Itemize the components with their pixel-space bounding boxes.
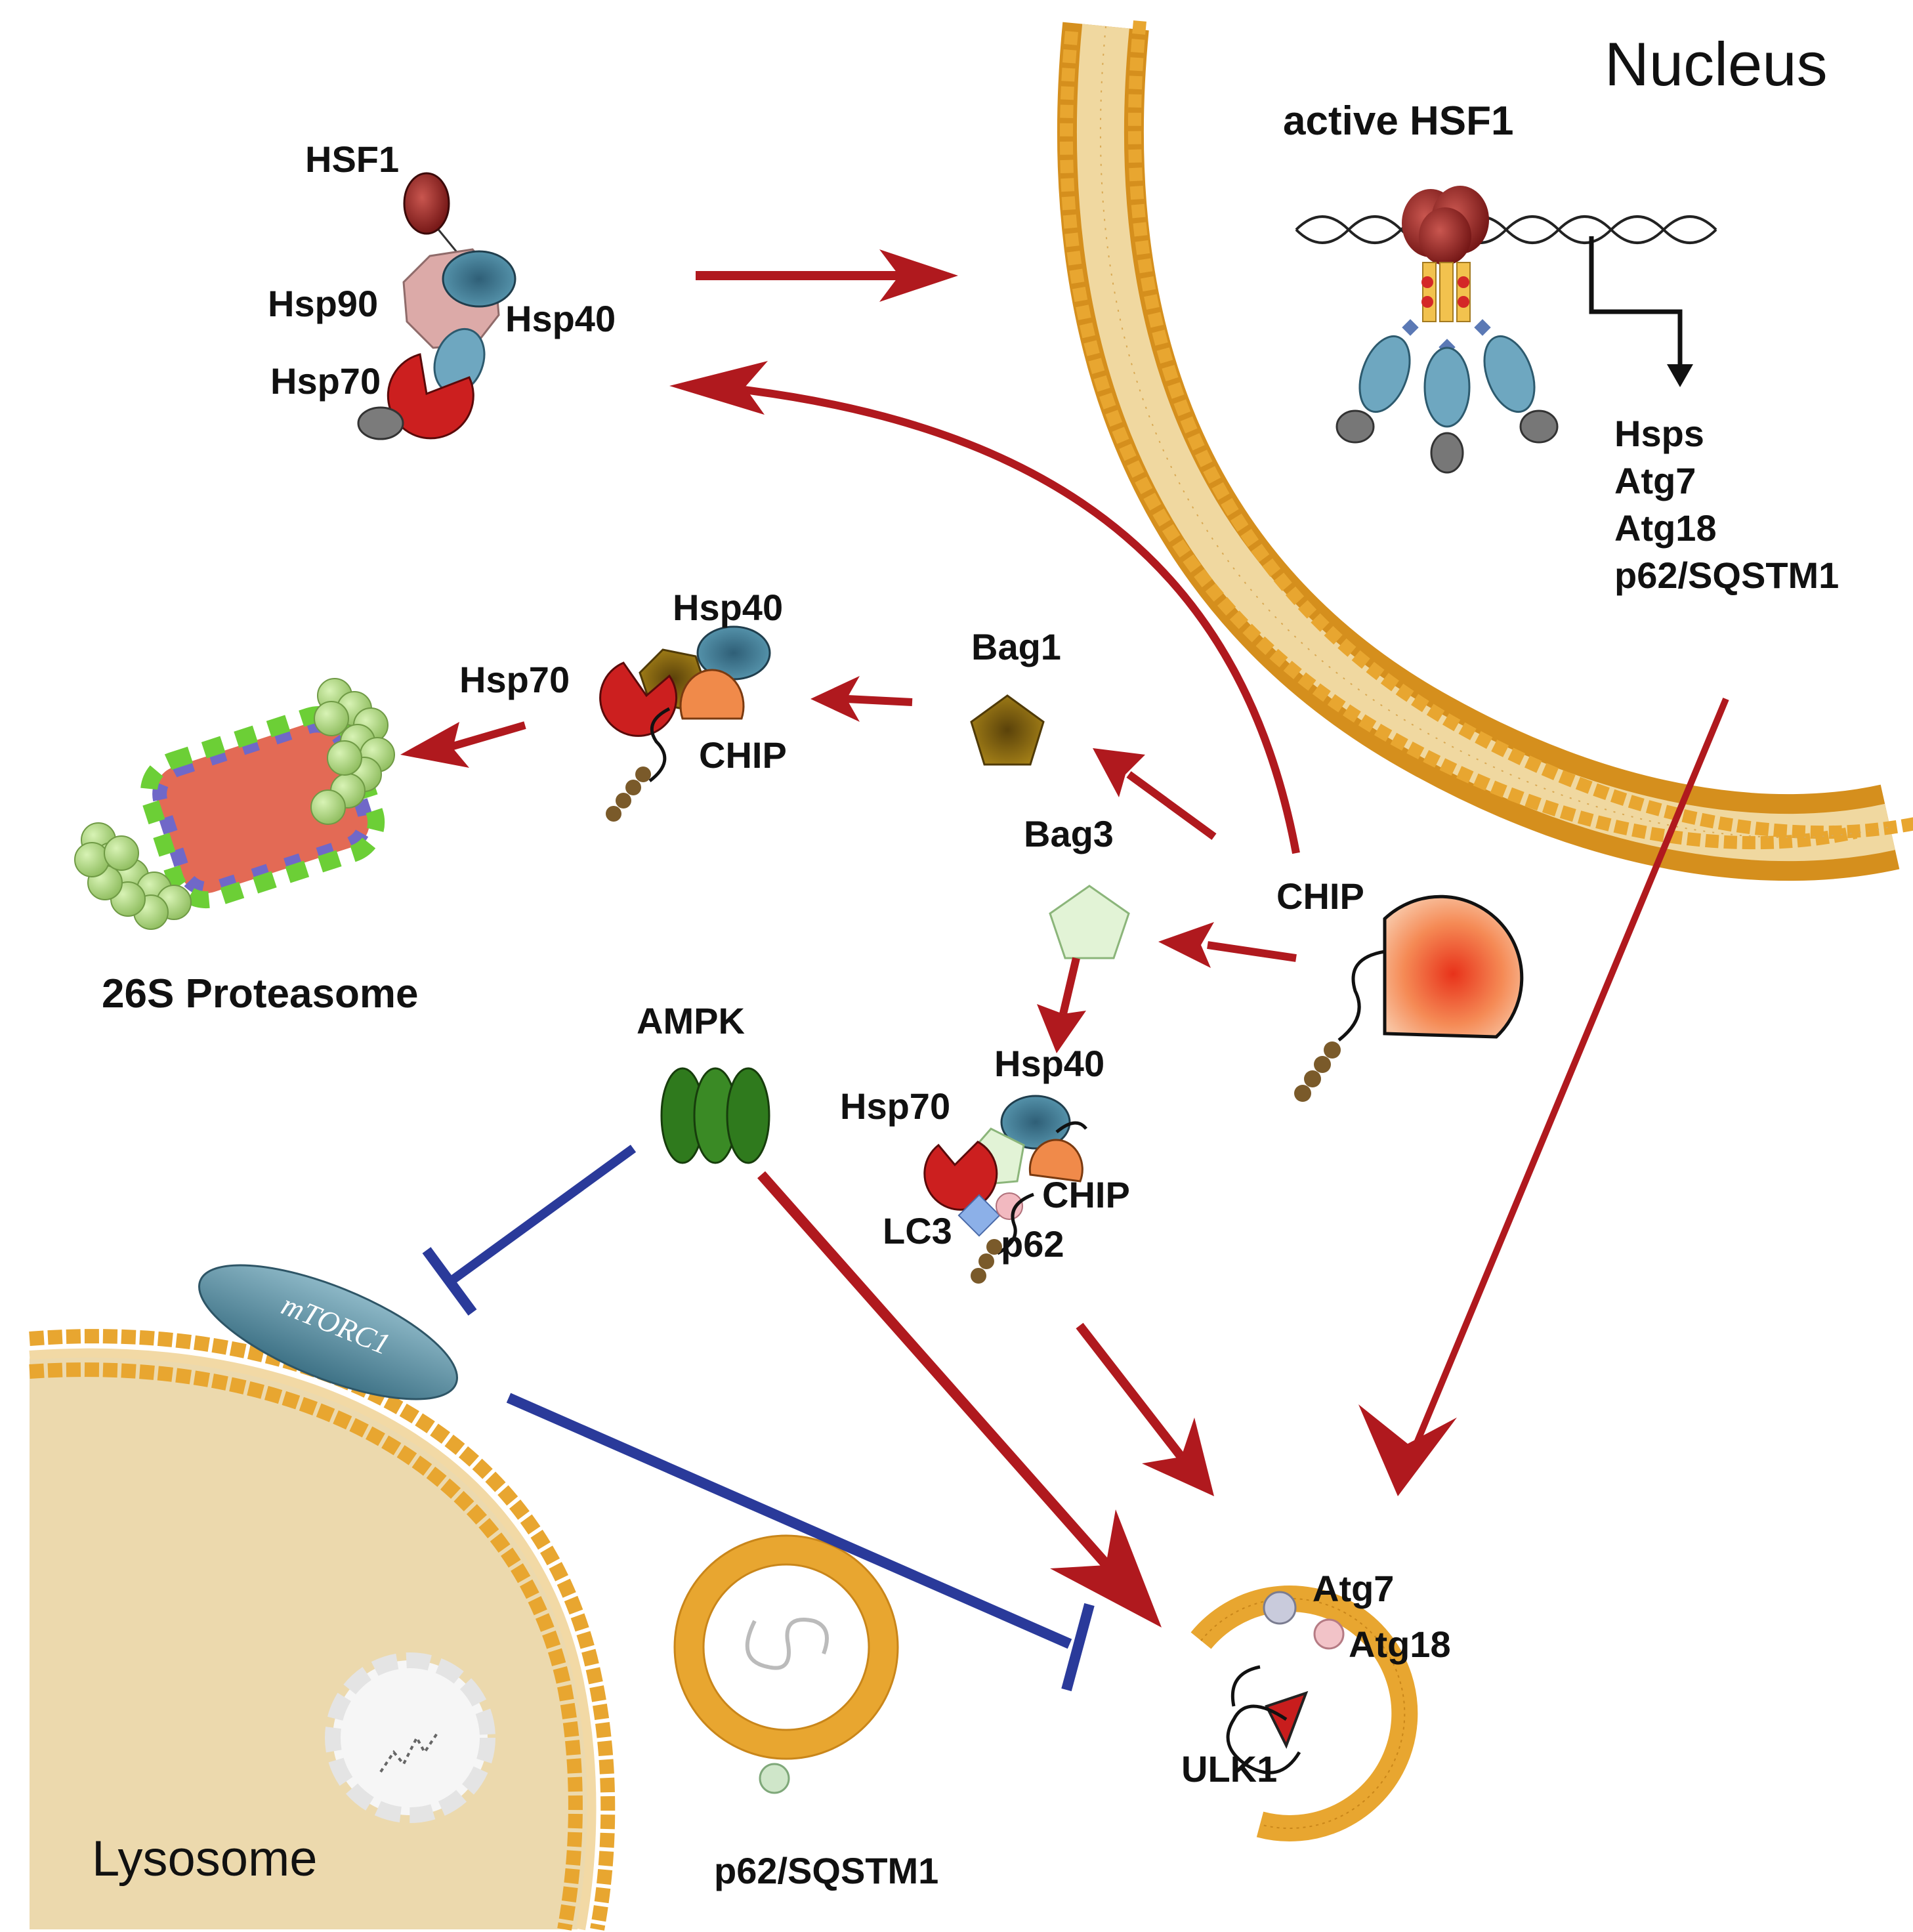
hsp40-label-low: Hsp40 [994, 1043, 1104, 1084]
target-gene-hsps: Hsps [1614, 413, 1704, 454]
arrow-chip-to-hsf1 [669, 361, 1300, 854]
arrow-chip-to-bag1 [1093, 748, 1217, 840]
arrow-nucleus-to-ulk1 [1358, 698, 1729, 1496]
ampk-label: AMPK [637, 1000, 745, 1041]
arrow-ampk-to-ulk1 [757, 1171, 1162, 1628]
arrow-complex-to-ulk1 [1076, 1322, 1214, 1496]
hsp70-label-low: Hsp70 [840, 1085, 950, 1127]
atg18-label-ulk: Atg18 [1349, 1624, 1451, 1665]
active-hsf1-complex [1295, 186, 1717, 474]
proteasome-26s [74, 678, 395, 930]
transcription-arrow [1589, 236, 1693, 387]
nuclear-membrane [1057, 20, 1913, 881]
lc3-label: LC3 [883, 1210, 952, 1251]
hsf1-chaperone-complex [357, 172, 516, 440]
hsp70-chip-complex [599, 625, 771, 822]
target-gene-atg7: Atg7 [1614, 460, 1696, 501]
chip-label-right: CHIP [1276, 875, 1364, 917]
hsp70-label-top: Hsp70 [270, 360, 381, 402]
hsp70-label-mid: Hsp70 [459, 659, 570, 700]
hsp40-label-mid: Hsp40 [673, 587, 783, 628]
hsp90-label-top: Hsp90 [268, 283, 378, 324]
ubiquitin-chain-low [971, 1239, 1002, 1284]
arrow-chip-to-bag3 [1158, 922, 1297, 968]
bag3-label: Bag3 [1024, 813, 1114, 854]
arrow-bag3-to-complex [1037, 957, 1086, 1053]
autophagosome [673, 1534, 899, 1794]
lysosome [29, 1329, 616, 1931]
target-gene-atg18: Atg18 [1614, 507, 1717, 549]
ubiquitin-chain-chip [1294, 1041, 1341, 1102]
arrow-to-proteasome [400, 721, 526, 768]
activation-arrows [400, 249, 1729, 1628]
proteasome-label: 26S Proteasome [102, 971, 418, 1017]
bag1-label: Bag1 [971, 626, 1061, 667]
lysosome-label: Lysosome [92, 1831, 318, 1887]
target-gene-p62: p62/SQSTM1 [1614, 555, 1839, 596]
chip-protein [1294, 894, 1524, 1102]
ampk-shape [660, 1067, 770, 1164]
ulk1-label: ULK1 [1181, 1748, 1277, 1790]
arrow-bag1-to-complex [810, 676, 913, 722]
atg7-label-ulk: Atg7 [1313, 1568, 1394, 1609]
autophagy-chaperone-complex [923, 1095, 1087, 1284]
inhibition-mtorc1-to-ulk1 [506, 1393, 1095, 1692]
hsp40-label-top: Hsp40 [505, 298, 616, 339]
active-hsf1-label: active HSF1 [1283, 98, 1514, 144]
p62-label-low: p62 [1001, 1223, 1064, 1265]
target-gene-list: Hsps Atg7 Atg18 p62/SQSTM1 [1614, 413, 1839, 596]
inhibition-ampk-to-mtorc1 [422, 1144, 637, 1316]
inhibition-arrows [422, 1144, 1095, 1692]
hsf1-label: HSF1 [305, 138, 399, 180]
ulk1-phagophore [1190, 1585, 1418, 1841]
nucleus-label: Nucleus [1605, 30, 1828, 98]
chip-label-mid: CHIP [699, 734, 787, 776]
lysosome-vesicle [325, 1652, 495, 1823]
p62-sqstm1-label-bottom: p62/SQSTM1 [714, 1850, 938, 1891]
bag1-shape [970, 694, 1045, 766]
arrow-hsf1-to-nucleus [696, 249, 958, 302]
chip-label-low: CHIP [1042, 1174, 1130, 1215]
ubiquitin-chain-mid [606, 766, 651, 822]
bag3-shape [1049, 885, 1130, 959]
